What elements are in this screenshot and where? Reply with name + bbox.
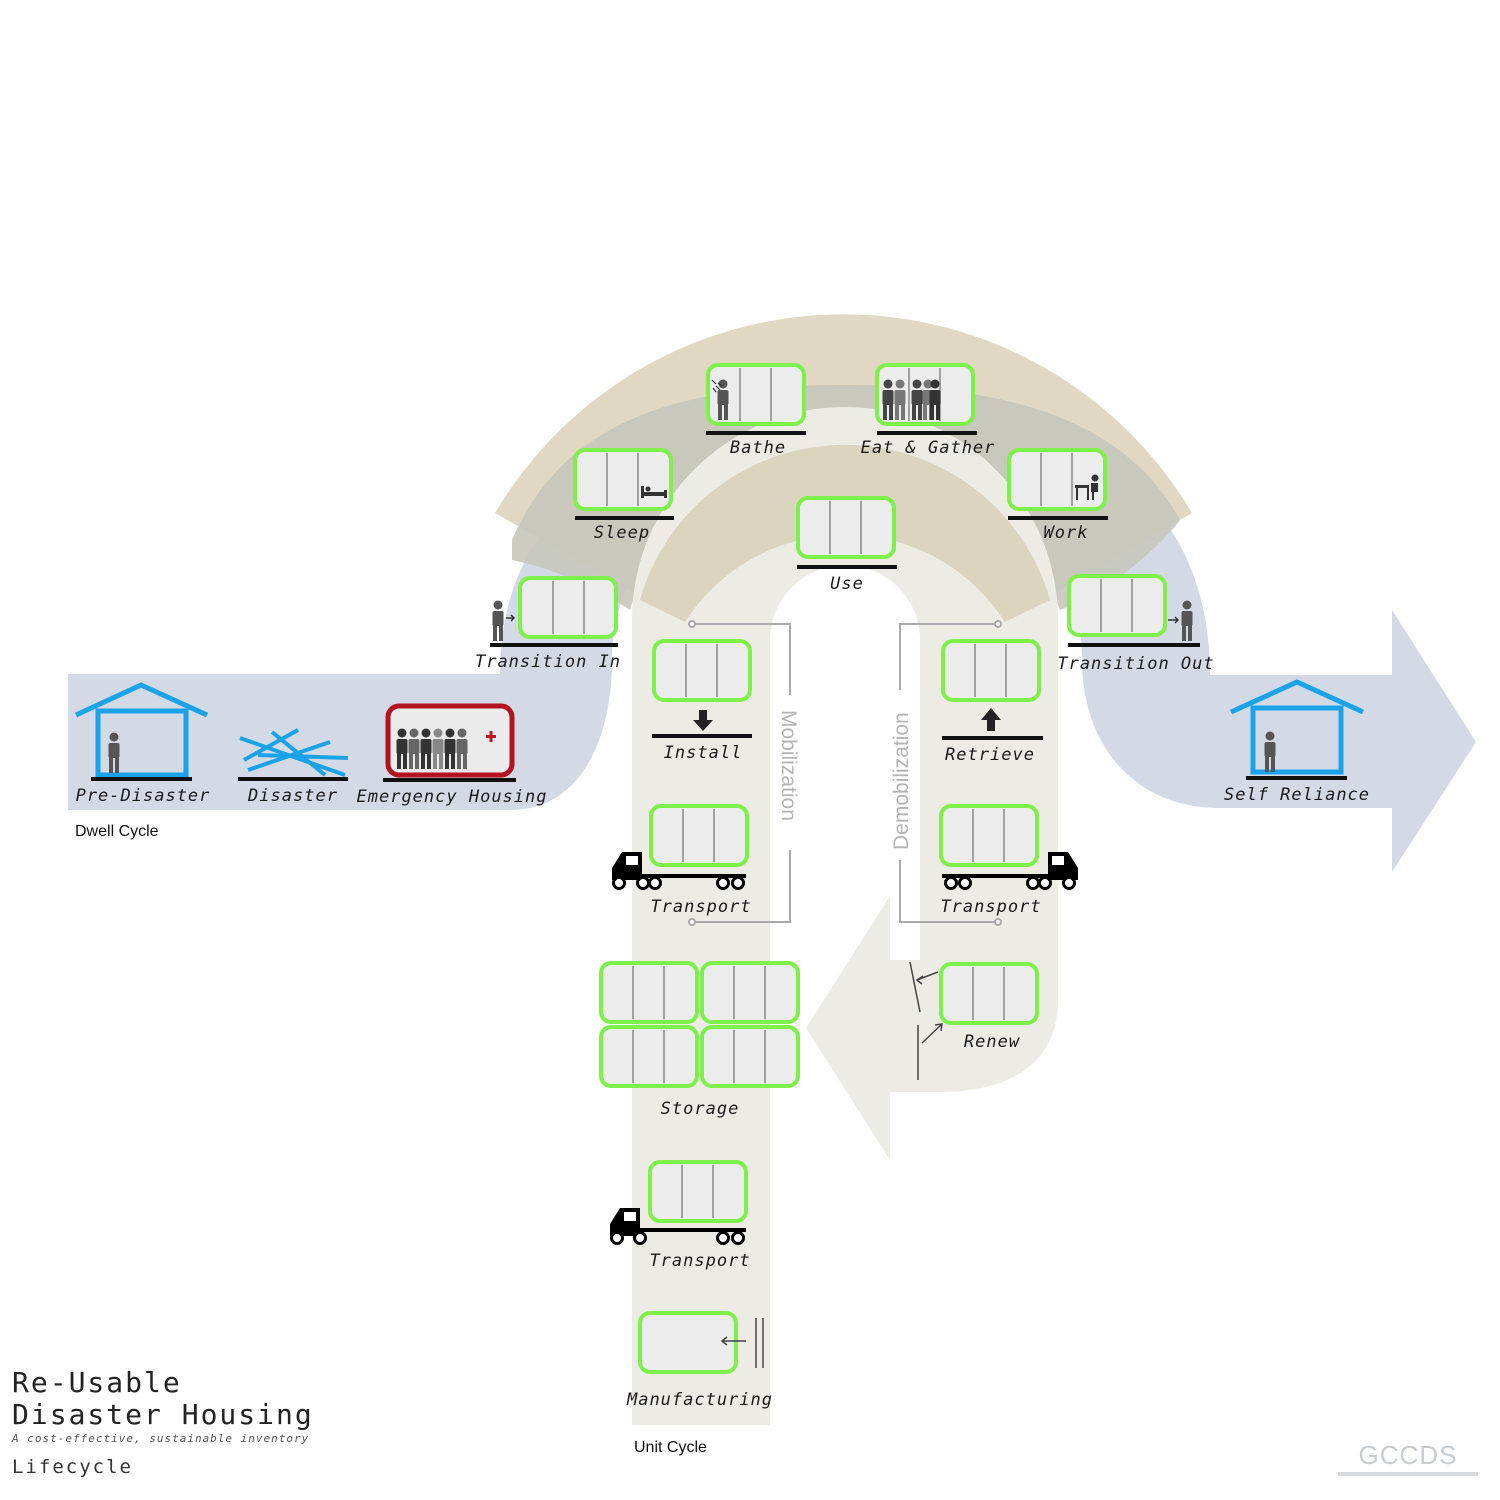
emergency-housing-label: Emergency Housing bbox=[357, 787, 548, 807]
renew-stage: Renew bbox=[909, 961, 1039, 1080]
retrieve-stage: Retrieve bbox=[941, 639, 1043, 765]
section-label: Lifecycle bbox=[12, 1456, 133, 1478]
logo-text: GCCDS bbox=[1358, 1440, 1458, 1470]
transport-factory-stage: Transport bbox=[610, 1160, 750, 1271]
transition-in-stage: Transition In bbox=[475, 576, 621, 672]
eat-gather-label: Eat & Gather bbox=[861, 438, 996, 458]
subtitle: A cost-effective, sustainable inventory bbox=[12, 1432, 310, 1445]
person-icon bbox=[492, 600, 504, 641]
bathe-stage: Bathe bbox=[706, 363, 806, 458]
manufacturing-stage: Manufacturing bbox=[626, 1311, 773, 1410]
eat-gather-stage: Eat & Gather bbox=[861, 363, 996, 458]
transition-out-stage: Transition Out bbox=[1057, 574, 1214, 674]
disaster-label: Disaster bbox=[247, 786, 338, 806]
transport-demobilization-stage: Transport bbox=[939, 804, 1078, 917]
unit-cycle-label: Unit Cycle bbox=[634, 1439, 707, 1456]
mobilization-bracket bbox=[688, 620, 791, 926]
pre-disaster-stage: Pre-Disaster bbox=[74, 682, 211, 806]
shower-icon bbox=[711, 379, 723, 393]
logo-underline bbox=[1338, 1472, 1478, 1476]
install-stage: Install bbox=[652, 639, 752, 763]
truck-icon bbox=[612, 852, 746, 890]
self-reliance-stage: Self Reliance bbox=[1224, 679, 1370, 805]
transition-in-label: Transition In bbox=[475, 652, 621, 672]
stored-unit bbox=[700, 1025, 800, 1088]
demobilization-bracket bbox=[899, 620, 1002, 926]
transport-mobilization-stage: Transport bbox=[612, 804, 751, 917]
bed-icon bbox=[641, 486, 667, 498]
pre-disaster-label: Pre-Disaster bbox=[76, 786, 211, 806]
emergency-housing-stage: Emergency Housing bbox=[357, 703, 548, 807]
disaster-stage: Disaster bbox=[238, 728, 349, 806]
demobilization-label: Demobilization bbox=[890, 712, 913, 850]
retrieve-label: Retrieve bbox=[945, 745, 1035, 765]
desk-icon bbox=[1075, 474, 1099, 500]
medical-cross-icon bbox=[486, 731, 496, 742]
work-stage: Work bbox=[1007, 448, 1108, 543]
bathe-label: Bathe bbox=[730, 438, 786, 458]
transport-factory-label: Transport bbox=[649, 1251, 750, 1271]
gccds-logo: GCCDS bbox=[1338, 1440, 1478, 1476]
truck-icon bbox=[610, 1208, 746, 1245]
down-arrow-icon bbox=[693, 710, 713, 731]
collapsed-house-icon bbox=[239, 728, 349, 777]
self-reliance-label: Self Reliance bbox=[1224, 785, 1370, 805]
up-arrow-icon bbox=[981, 708, 1001, 731]
house-icon bbox=[1229, 679, 1365, 775]
title-line-2: Disaster Housing bbox=[12, 1398, 314, 1431]
dwell-use-overlap bbox=[512, 385, 1180, 610]
truck-icon bbox=[942, 852, 1078, 890]
stored-unit bbox=[599, 961, 699, 1024]
storage-stage: Storage bbox=[599, 961, 800, 1119]
stored-unit bbox=[700, 961, 800, 1024]
renew-label: Renew bbox=[964, 1032, 1020, 1052]
install-label: Install bbox=[664, 743, 743, 763]
sleep-label: Sleep bbox=[594, 523, 650, 543]
work-label: Work bbox=[1044, 523, 1089, 543]
mobilization-label: Mobilization bbox=[777, 710, 800, 821]
house-icon bbox=[74, 682, 209, 778]
sleep-stage: Sleep bbox=[573, 448, 674, 543]
dwell-cycle-label: Dwell Cycle bbox=[75, 823, 159, 840]
use-stage: Use bbox=[796, 496, 897, 594]
storage-label: Storage bbox=[661, 1099, 740, 1119]
manufacturing-label: Manufacturing bbox=[626, 1390, 773, 1410]
use-label: Use bbox=[830, 574, 864, 594]
transport-demobilization-label: Transport bbox=[940, 897, 1041, 917]
title-line-1: Re-Usable bbox=[12, 1366, 182, 1399]
transport-mobilization-label: Transport bbox=[650, 897, 751, 917]
stored-unit bbox=[599, 1025, 699, 1088]
transition-out-label: Transition Out bbox=[1057, 654, 1214, 674]
